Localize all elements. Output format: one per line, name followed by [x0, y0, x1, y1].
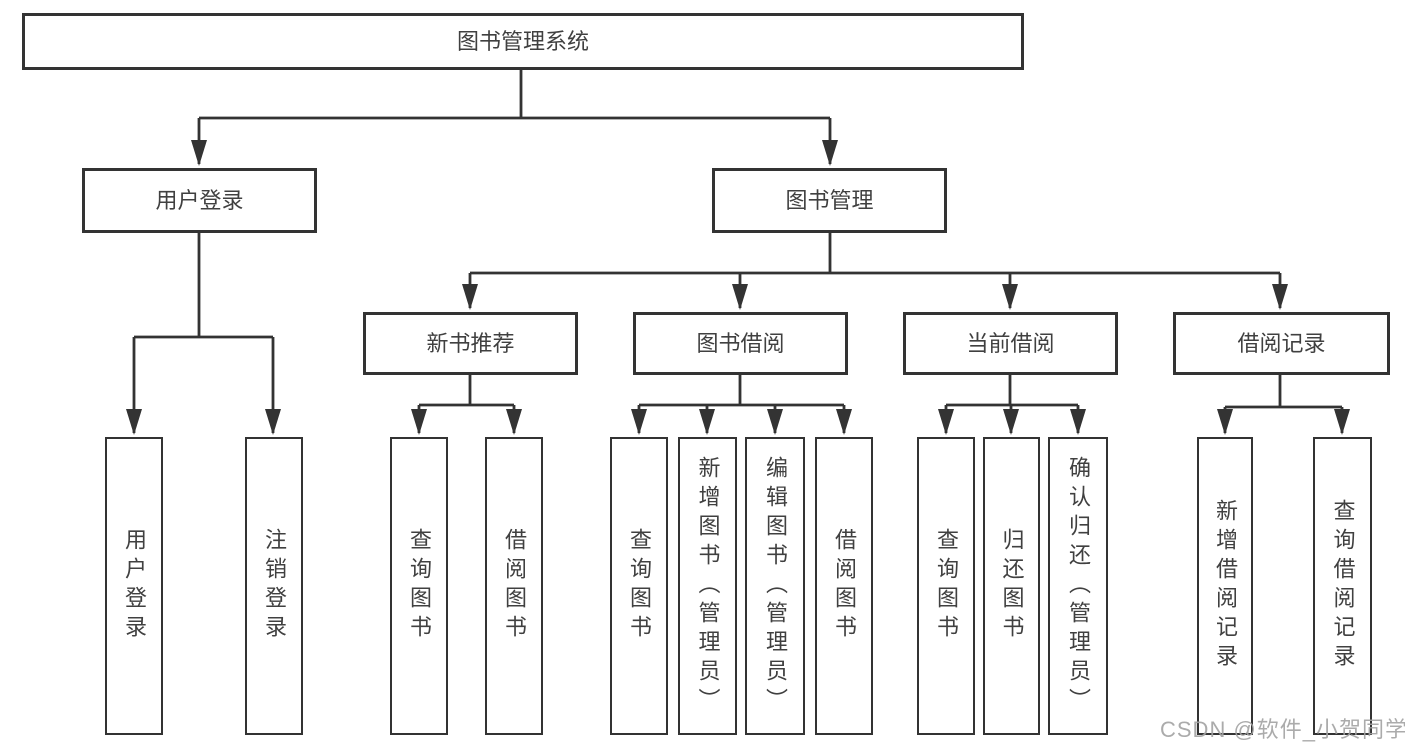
node-book-mgmt-branch: 图书管理 — [712, 168, 947, 233]
node-bb-add-label: 新增图书（管理员） — [695, 455, 721, 717]
node-ul-logout: 注销登录 — [245, 437, 303, 735]
node-nb-borrow-label: 借阅图书 — [502, 528, 527, 644]
connector-bookmgmt-rail — [470, 233, 1280, 275]
node-cb-confirm: 确认归还（管理员） — [1048, 437, 1108, 735]
node-cb-query-label: 查询图书 — [934, 528, 959, 644]
node-ul-login-label: 用户登录 — [122, 528, 147, 644]
node-bb-add: 新增图书（管理员） — [678, 437, 737, 735]
node-new-book-rec-label: 新书推荐 — [426, 330, 515, 356]
node-br-add: 新增借阅记录 — [1197, 437, 1253, 735]
node-br-query: 查询借阅记录 — [1313, 437, 1372, 735]
node-nb-query-label: 查询图书 — [407, 528, 432, 644]
node-borrow-records: 借阅记录 — [1173, 312, 1390, 375]
node-book-mgmt-label: 图书管理 — [785, 187, 874, 213]
connector-borrowrecords-rail — [1225, 375, 1342, 409]
node-current-borrow: 当前借阅 — [903, 312, 1118, 375]
node-root-label: 图书管理系统 — [456, 28, 589, 54]
node-br-add-label: 新增借阅记录 — [1213, 499, 1238, 673]
node-current-borrow-label: 当前借阅 — [966, 330, 1055, 356]
node-ul-login: 用户登录 — [105, 437, 163, 735]
node-root: 图书管理系统 — [22, 13, 1024, 70]
node-cb-query: 查询图书 — [917, 437, 975, 735]
connector-userlogin-rail — [134, 233, 273, 339]
node-user-login-label: 用户登录 — [155, 187, 244, 213]
connector-currentborrow-rail — [946, 375, 1078, 407]
node-new-book-rec: 新书推荐 — [363, 312, 578, 375]
connector-newbook-rail — [419, 375, 514, 407]
node-borrow-records-label: 借阅记录 — [1237, 330, 1326, 356]
node-ul-logout-label: 注销登录 — [262, 528, 287, 644]
node-bb-query-label: 查询图书 — [627, 528, 652, 644]
node-book-borrow-label: 图书借阅 — [696, 330, 785, 356]
node-cb-return: 归还图书 — [983, 437, 1040, 735]
node-br-query-label: 查询借阅记录 — [1330, 499, 1356, 673]
node-nb-borrow: 借阅图书 — [485, 437, 543, 735]
node-user-login-branch: 用户登录 — [82, 168, 317, 233]
node-bb-edit-label: 编辑图书（管理员） — [763, 455, 788, 717]
connector-bookborrow-rail — [639, 375, 844, 407]
node-bb-query: 查询图书 — [610, 437, 668, 735]
node-book-borrow: 图书借阅 — [633, 312, 848, 375]
node-cb-confirm-label: 确认归还（管理员） — [1066, 455, 1091, 717]
node-cb-return-label: 归还图书 — [999, 528, 1025, 644]
node-bb-borrow: 借阅图书 — [815, 437, 873, 735]
node-bb-edit: 编辑图书（管理员） — [745, 437, 805, 735]
connector-root-rail — [199, 70, 830, 120]
node-nb-query: 查询图书 — [390, 437, 448, 735]
node-bb-borrow-label: 借阅图书 — [832, 528, 857, 644]
csdn-watermark: CSDN @软件_小贺同学 — [1160, 717, 1405, 742]
